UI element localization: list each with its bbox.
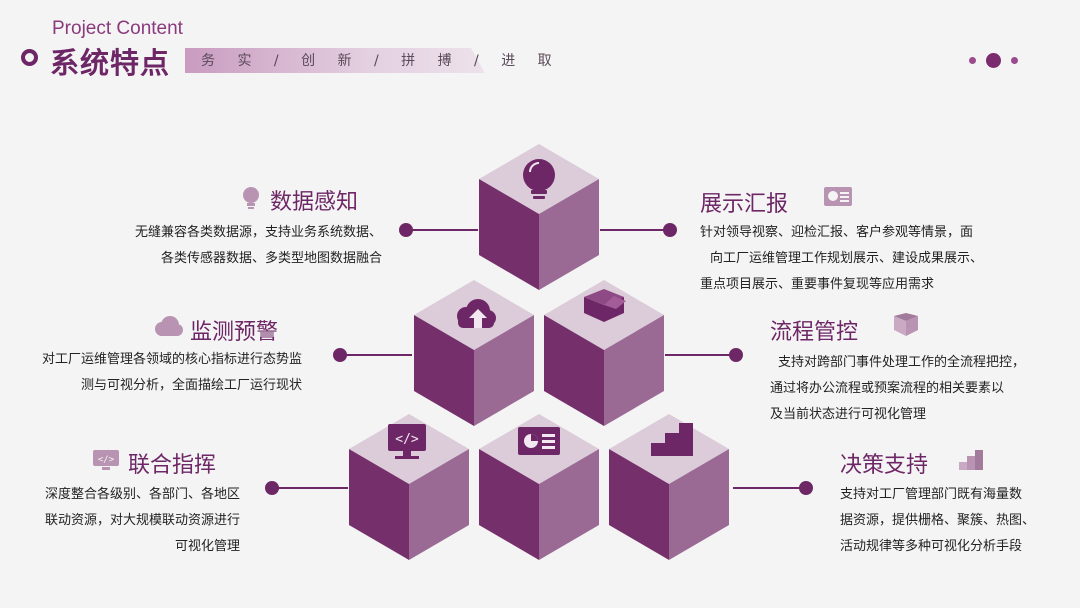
desc-line: 活动规律等多种可视化分析手段 [840, 539, 1023, 554]
feature-title-joint-command: 联合指挥 [128, 453, 217, 478]
feature-title-display-report: 展示汇报 [700, 192, 789, 217]
desc-line: 向工厂运维管理工作规划展示、建设成果展示、 [710, 251, 984, 266]
feature-desc-process-control: 支持对跨部门事件处理工作的全流程把控， 通过将办公流程或预案流程的相关要素以 及… [770, 350, 1025, 428]
motto-banner [185, 48, 485, 73]
package-icon [584, 289, 626, 322]
stairs-icon [651, 423, 693, 456]
desc-line: 测与可视分析，全面描绘工厂运行现状 [80, 378, 302, 393]
presentation-icon [824, 187, 852, 206]
header-ring-icon [21, 49, 38, 66]
desc-line: 对工厂运维管理各领域的核心指标进行态势监 [41, 352, 302, 367]
desc-line: 重点项目展示、重要事件复现等应用需求 [700, 277, 935, 292]
box-icon [894, 313, 918, 336]
desc-line: 通过将办公流程或预案流程的相关要素以 [770, 381, 1005, 396]
desc-line: 深度整合各级别、各部门、各地区 [44, 487, 240, 502]
desc-line: 据资源，提供栅格、聚簇、热图、 [840, 513, 1036, 528]
feature-desc-monitoring-alert: 对工厂运维管理各领域的核心指标进行态势监 测与可视分析，全面描绘工厂运行现状 [42, 347, 302, 399]
feature-title-data-perception: 数据感知 [270, 190, 359, 215]
decor-dot-right [1011, 57, 1018, 64]
feature-desc-joint-command: 深度整合各级别、各部门、各地区 联动资源，对大规模联动资源进行 可视化管理 [45, 482, 240, 560]
desc-line: 支持对跨部门事件处理工作的全流程把控， [778, 355, 1026, 370]
connector-lines [265, 223, 813, 495]
code-monitor-icon: </> [388, 424, 426, 459]
feature-desc-data-perception: 无缝兼容各类数据源，支持业务系统数据、 各类传感器数据、多类型地图数据融合 [135, 220, 382, 272]
desc-line: 可视化管理 [174, 539, 240, 554]
stairs-icon [959, 450, 983, 470]
page-title: 系统特点 [50, 46, 171, 80]
header-english-title: Project Content [52, 18, 183, 39]
desc-line: 各类传感器数据、多类型地图数据融合 [160, 251, 382, 266]
desc-line: 支持对工厂管理部门既有海量数 [840, 487, 1023, 502]
code-monitor-icon: </> [93, 450, 119, 470]
decor-dot-center [986, 53, 1001, 68]
feature-desc-decision-support: 支持对工厂管理部门既有海量数 据资源，提供栅格、聚簇、热图、 活动规律等多种可视… [840, 482, 1035, 560]
desc-line: 无缝兼容各类数据源，支持业务系统数据、 [134, 225, 382, 240]
desc-line: 针对领导视察、迎检汇报、客户参观等情景，面 [700, 225, 974, 240]
svg-text:</>: </> [395, 432, 419, 447]
cloud-icon [155, 316, 183, 336]
feature-title-monitoring-alert: 监测预警 [190, 320, 279, 345]
desc-line: 及当前状态进行可视化管理 [770, 407, 927, 422]
feature-title-decision-support: 决策支持 [840, 453, 929, 478]
decor-dot-left [969, 57, 976, 64]
cloud-upload-icon [457, 299, 496, 328]
presentation-icon [518, 427, 560, 455]
motto-text: 务 实 / 创 新 / 拼 搏 / 进 取 [201, 53, 561, 69]
lightbulb-icon [243, 187, 259, 209]
feature-title-process-control: 流程管控 [770, 320, 859, 345]
feature-desc-display-report: 针对领导视察、迎检汇报、客户参观等情景，面 向工厂运维管理工作规划展示、建设成果… [700, 220, 983, 298]
lightbulb-icon [523, 159, 555, 199]
desc-line: 联动资源，对大规模联动资源进行 [44, 513, 240, 528]
svg-text:</>: </> [98, 455, 115, 465]
